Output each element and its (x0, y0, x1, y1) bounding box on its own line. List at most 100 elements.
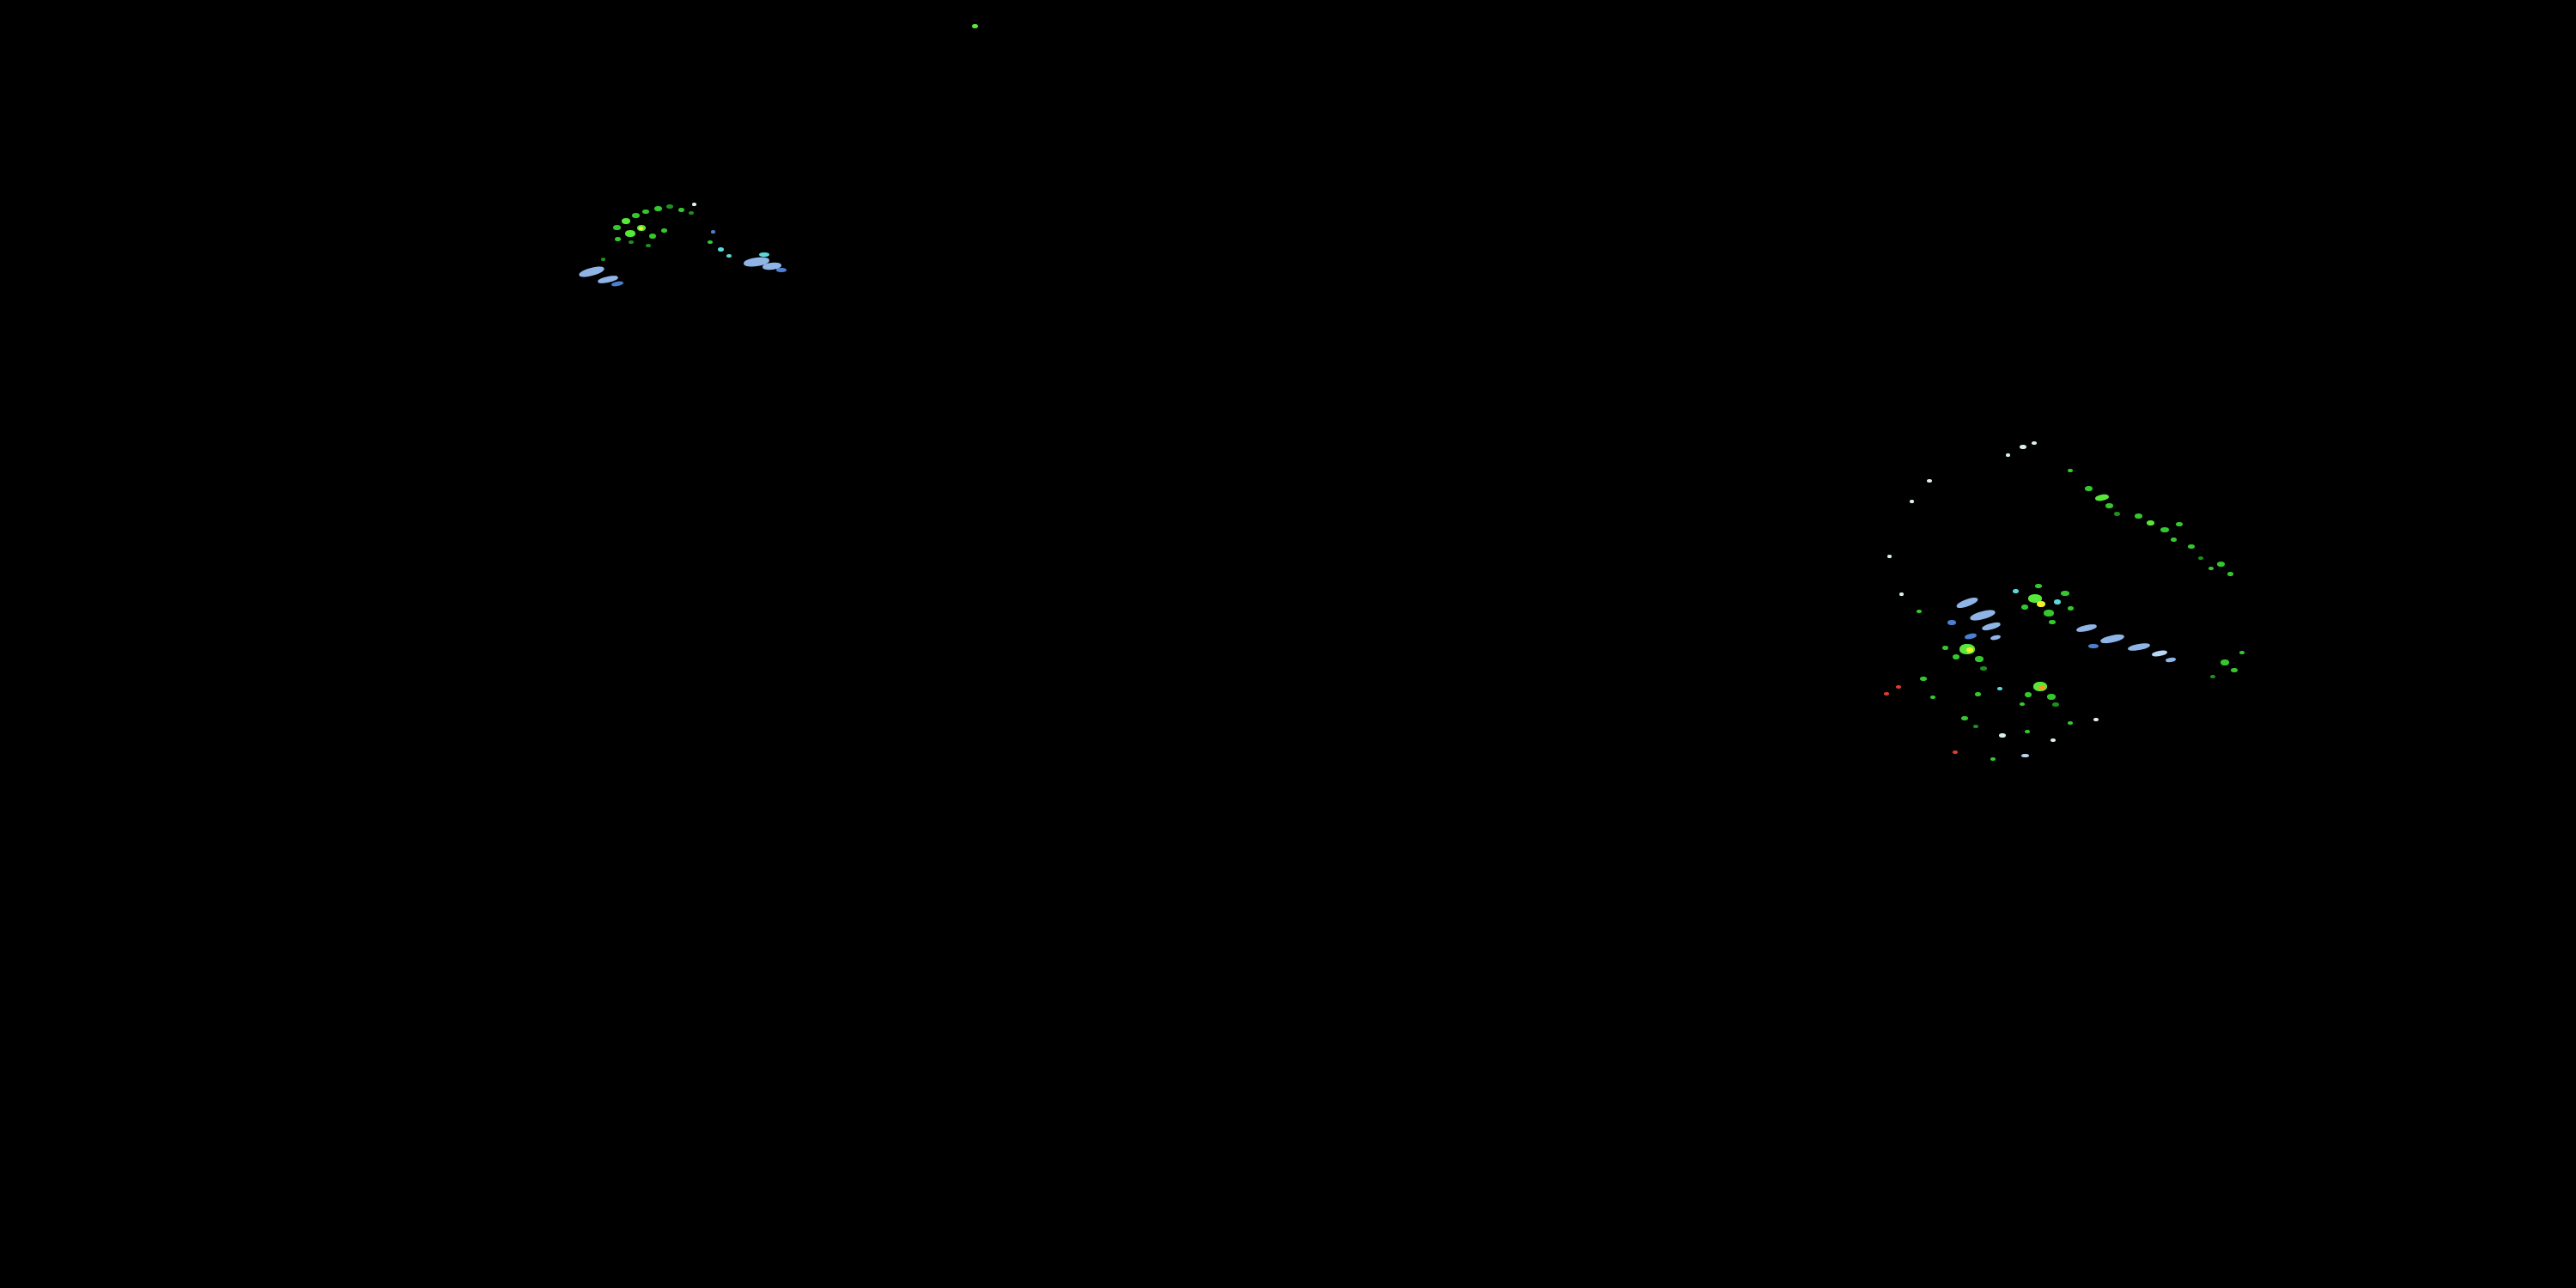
radar-echo (1920, 677, 1927, 681)
radar-echo (2093, 718, 2099, 721)
radar-echo (1990, 757, 1996, 761)
radar-echo (2160, 527, 2169, 532)
radar-echo (622, 218, 630, 224)
radar-echo (2127, 641, 2151, 653)
radar-echo (2054, 599, 2061, 605)
radar-echo (1927, 479, 1932, 483)
radar-echo (661, 228, 667, 233)
radar-echo (2061, 591, 2069, 596)
radar-echo (2085, 486, 2093, 491)
radar-echo (718, 247, 724, 252)
radar-echo (1910, 500, 1914, 503)
radar-echo (2020, 702, 2025, 706)
radar-echo (2151, 649, 2168, 658)
radar-echo (2013, 589, 2019, 593)
radar-echo (642, 210, 649, 214)
radar-echo (1999, 733, 2006, 738)
radar-echo (2021, 754, 2029, 757)
radar-echo (1980, 666, 1987, 671)
radar-echo (613, 225, 621, 230)
radar-echo (2147, 520, 2154, 526)
radar-echo (2188, 544, 2195, 549)
radar-echo (646, 244, 651, 247)
radar-echo (776, 268, 787, 272)
radar-echo (2025, 730, 2030, 733)
radar-echo (1899, 592, 1904, 596)
radar-echo (2021, 605, 2028, 610)
radar-echo (1953, 654, 1959, 659)
radar-echo (1955, 595, 1979, 611)
radar-echo (678, 208, 684, 212)
radar-echo (759, 252, 769, 257)
radar-echo (1973, 725, 1978, 728)
radar-echo (2105, 503, 2113, 508)
radar-echo (2176, 522, 2183, 526)
radar-echo (1953, 750, 1958, 754)
radar-echo (1917, 610, 1922, 613)
radar-echo (601, 258, 605, 261)
radar-echo (708, 240, 713, 244)
radar-echo (1887, 555, 1892, 558)
radar-echo (2050, 738, 2056, 742)
radar-echo (1964, 632, 1978, 641)
radar-echo (629, 240, 634, 244)
radar-echo (1942, 646, 1948, 650)
radar-echo (2135, 513, 2142, 519)
radar-echo (1969, 608, 1996, 623)
radar-echo (2094, 493, 2110, 502)
radar-echo (2099, 633, 2125, 645)
radar-echo (1966, 647, 1973, 653)
radar-echo (1961, 716, 1968, 720)
radar-echo (2028, 594, 2042, 603)
radar-echo (972, 24, 978, 28)
radar-echo (2006, 453, 2010, 457)
radar-echo (649, 234, 656, 239)
radar-echo (2020, 445, 2026, 449)
radar-echo (2221, 659, 2229, 665)
radar-echo (2049, 620, 2056, 624)
radar-echo (2068, 606, 2074, 611)
radar-echo (666, 204, 673, 209)
radar-echo (654, 206, 662, 211)
radar-echo (2198, 556, 2203, 560)
radar-echo (2114, 512, 2120, 516)
radar-echo (2227, 572, 2233, 576)
radar-echo (1947, 620, 1956, 625)
radar-echo (2088, 644, 2099, 648)
radar-echo (726, 254, 732, 258)
radar-echo (625, 230, 635, 237)
radar-echo (1896, 685, 1901, 689)
radar-echo (615, 237, 621, 241)
radar-echo (2052, 702, 2059, 707)
radar-echo (2075, 623, 2098, 634)
radar-echo (2047, 694, 2056, 700)
radar-echo (2210, 675, 2215, 678)
radar-echo (1884, 692, 1889, 696)
radar-echo (2208, 567, 2214, 570)
radar-echo (711, 230, 715, 234)
radar-echo (632, 213, 640, 218)
radar-echo (1990, 634, 2002, 641)
radar-echo (639, 227, 643, 230)
radar-echo (2217, 562, 2225, 567)
radar-echo (1997, 687, 2002, 690)
radar-echo (2032, 441, 2037, 445)
radar-echo (2044, 610, 2054, 617)
radar-echo (2231, 668, 2238, 672)
radar-echo (2037, 601, 2045, 607)
radar-echo (2171, 538, 2177, 542)
radar-echo (2035, 584, 2042, 588)
radar-echo (2068, 469, 2073, 472)
radar-echo (2025, 692, 2032, 697)
radar-echo (2068, 721, 2073, 725)
radar-echo (692, 203, 696, 206)
radar-echo (689, 211, 694, 215)
radar-echo (2038, 685, 2045, 690)
radar-echo (1975, 656, 1984, 662)
radar-echo (1975, 692, 1981, 696)
radar-echo (1930, 696, 1935, 699)
radar-echo (2165, 657, 2177, 663)
